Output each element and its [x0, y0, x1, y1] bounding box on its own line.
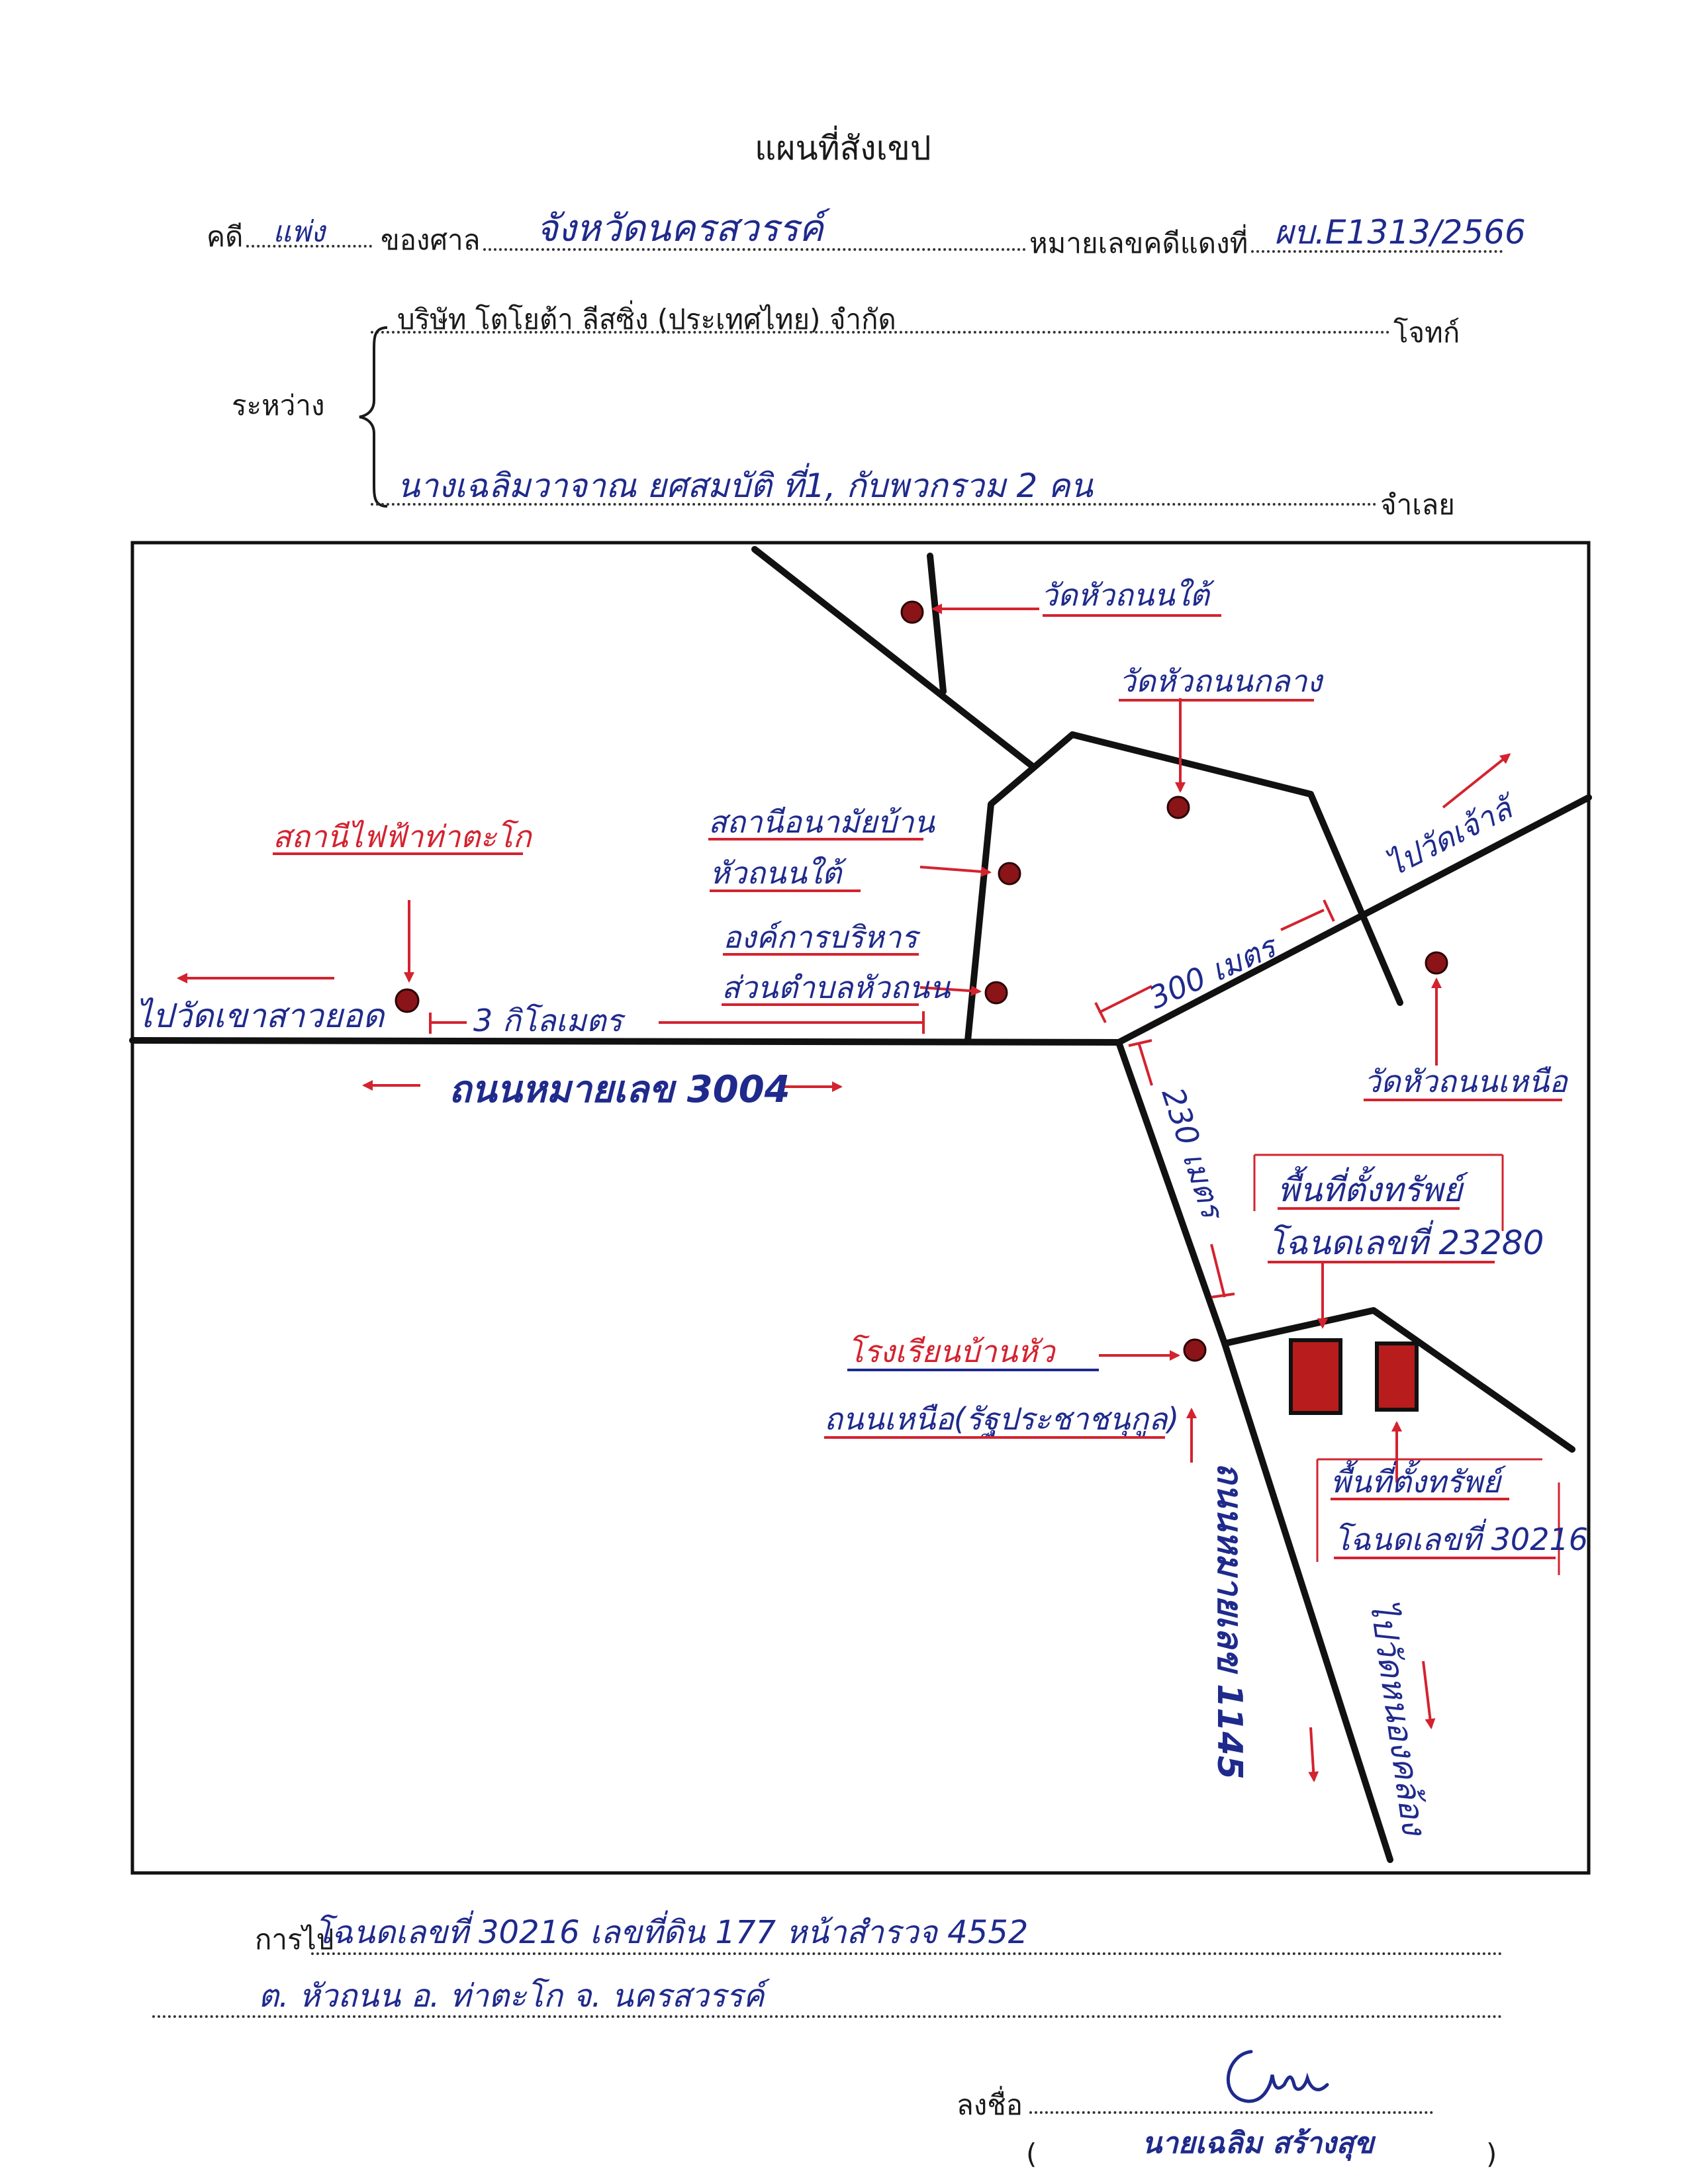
arrow-sao	[919, 985, 982, 997]
arrow-road-1145-down	[1308, 1727, 1319, 1782]
label-sao-1: องค์การบริหาร	[723, 919, 921, 955]
road-short-north	[927, 553, 947, 695]
label-asset-2-b: โฉนดเลขที่ 30216	[1334, 1518, 1588, 1557]
label-asset-1-a: พื้นที่ตั้งทรัพย์	[1278, 1166, 1469, 1209]
marker-wat-north	[1425, 951, 1448, 975]
court-label: ของศาล	[381, 224, 481, 256]
between-label: ระหว่าง	[232, 389, 325, 422]
paren-open: (	[1026, 2138, 1037, 2170]
roads	[129, 546, 1592, 1863]
label-health-station-1: สถานีอนามัยบ้าน	[708, 804, 935, 840]
road-north-loop	[964, 731, 1403, 1044]
case-type-line	[246, 245, 372, 248]
label-power-station: สถานีไฟฟ้าท่าตะโก	[273, 819, 533, 854]
label-asset-2-a: พื้นที่ตั้งทรัพย์	[1331, 1460, 1507, 1500]
defendant-name: นางเฉลิมวาจาณ ยศสมบัติ ที่1, กับพวกรวม 2…	[397, 467, 1093, 505]
marker-wat-middle	[1166, 796, 1190, 819]
marker-power-station	[395, 988, 420, 1013]
marker-wat-south	[900, 600, 924, 624]
defendant-line	[371, 503, 1377, 506]
map-frame	[130, 541, 1591, 1875]
paren-close: )	[1486, 2138, 1497, 2170]
signature-scribble	[1226, 2050, 1329, 2103]
sign-label: ลงชื่อ	[957, 2089, 1023, 2121]
label-sao-2: ส่วนตำบลหัวถนน	[722, 970, 951, 1005]
road-3004	[129, 1037, 1122, 1046]
arrow-health-station	[919, 866, 992, 877]
label-school-2: ถนนเหนือ(รัฐประชาชนุกูล)	[824, 1401, 1179, 1437]
page-title: แผนที่สังเขป	[755, 129, 931, 167]
red-case-number-line	[1251, 250, 1503, 253]
case-type: แพ่ง	[273, 215, 325, 249]
red-case-number: ผบ.E1313/2566	[1274, 213, 1526, 251]
court-name: จังหวัดนครสวรรค์	[536, 207, 823, 250]
label-to-wat-khao: ไปวัดเขาสาวยอด	[136, 997, 386, 1035]
road-to-wat-chao-lao	[1115, 794, 1592, 1046]
label-dist-3km: 3 กิโลเมตร	[473, 1003, 626, 1038]
label-wat-middle: วัดหัวถนนกลาง	[1119, 663, 1324, 699]
direction-line-1: โฉนดเลขที่ 30216 เลขที่ดิน 177 หน้าสำรวจ…	[314, 1914, 1029, 1951]
plaintiff-label: โจทก์	[1393, 316, 1460, 349]
road-to-asset	[1221, 1307, 1575, 1453]
plaintiff-line	[371, 331, 1390, 334]
label-dist-300m: 300 เมตร	[1144, 927, 1284, 1016]
red-case-label: หมายเลขคดีแดงที่	[1029, 227, 1248, 259]
asset-1-callout	[1253, 1154, 1504, 1231]
marker-sao	[984, 981, 1008, 1005]
direction-line-2-rule	[152, 2015, 1503, 2018]
asset-building-1	[1289, 1338, 1342, 1415]
marker-health-station	[998, 862, 1021, 886]
marker-school	[1183, 1338, 1207, 1362]
road-diagonal-north	[751, 546, 1036, 770]
arrow-to-wat-nong-klong	[1422, 1661, 1436, 1729]
plaintiff-name: บริษัท โตโยต้า ลีสซิ่ง (ประเทศไทย) จำกัด	[397, 303, 896, 336]
label-wat-north: วัดหัวถนนเหนือ	[1364, 1064, 1569, 1099]
signer-name: นายเฉลิม สร้างสุข	[1142, 2126, 1374, 2160]
direction-line-2: ต. หัวถนน อ. ท่าตะโก จ. นครสวรรค์	[258, 1978, 765, 2015]
label-school-1: โรงเรียนบ้านหัว	[847, 1334, 1057, 1369]
label-road-3004: ถนนหมายเลข 3004	[449, 1068, 790, 1111]
label-health-station-2: หัวถนนใต้	[710, 855, 847, 891]
asset-building-2	[1375, 1342, 1419, 1412]
bracket-brace	[359, 326, 388, 508]
direction-label: การไป	[255, 1923, 334, 1956]
case-label: คดี	[207, 220, 244, 253]
court-name-line	[483, 248, 1026, 251]
label-wat-south: วัดหัวถนนใต้	[1041, 577, 1215, 613]
dist-230m-line	[1137, 1042, 1153, 1086]
defendant-label: จำเลย	[1380, 488, 1455, 521]
label-asset-1-b: โฉนดเลขที่ 23280	[1268, 1220, 1544, 1262]
dist-300m-line	[1098, 985, 1152, 1014]
direction-line-1-rule	[311, 1952, 1503, 1955]
label-dist-230m: 230 เมตร	[1155, 1083, 1232, 1226]
signature-line	[1029, 2111, 1433, 2114]
label-road-1145: ถนนหมายเลข 1145	[1209, 1463, 1249, 1780]
asset-2-callout	[1316, 1458, 1560, 1575]
arrow-to-wat-chao-lao	[1442, 753, 1511, 809]
